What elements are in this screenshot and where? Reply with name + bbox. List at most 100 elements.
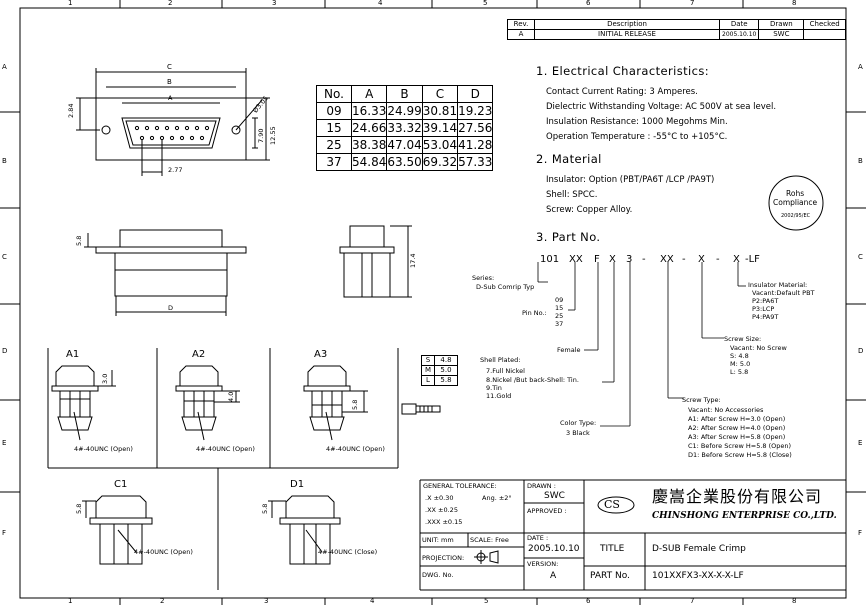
dim-284: 2.84 — [67, 103, 75, 118]
table-cell: 39.14 — [421, 119, 459, 137]
part-code-seg: XX — [569, 254, 583, 265]
title-value: D-SUB Female Crimp — [652, 544, 746, 554]
table-row: 37 54.84 63.50 69.32 57.33 — [316, 153, 494, 171]
rev-header-checked: Checked — [803, 19, 846, 30]
zone-row-c: C — [2, 253, 7, 261]
zone-col-5: 5 — [483, 0, 488, 7]
zone-row-f: F — [2, 529, 7, 537]
rohs-circle — [768, 175, 824, 231]
top-view — [76, 68, 270, 176]
part-code-seg: X — [609, 254, 616, 265]
table-cell: 33.32 — [386, 119, 423, 137]
insulator-line: Vacant:Default PBT — [752, 289, 815, 297]
pin-value: 09 — [555, 296, 564, 304]
zone-row-f-right: F — [858, 529, 863, 537]
variant-c1-thread: 4#-40UNC (Open) — [134, 548, 193, 556]
variant-d1-label: D1 — [290, 479, 305, 490]
screw-box-cell: 4.8 — [434, 355, 458, 366]
screw-type-line: D1: Before Screw H=5.8 (Close) — [688, 451, 792, 459]
side-view — [339, 225, 412, 298]
zone-col-1: 1 — [68, 0, 73, 7]
zone-row-d-right: D — [858, 347, 864, 355]
company-name-en: CHINSHONG ENTERPRISE CO.,LTD. — [652, 511, 837, 521]
table-cell: 24.66 — [350, 119, 388, 137]
dim-table-header: A — [350, 85, 388, 103]
variant-a2-label: A2 — [192, 349, 206, 360]
table-cell: 25 — [316, 136, 352, 154]
table-cell: 27.56 — [457, 119, 494, 137]
variant-d1-drawing — [268, 495, 341, 565]
title-label: TITLE — [600, 544, 625, 554]
pin-label: Pin No.: — [522, 309, 547, 317]
table-cell: 19.23 — [457, 102, 494, 120]
material-line: Screw: Copper Alloy. — [546, 205, 633, 215]
insulator-line: P2:PA6T — [752, 297, 779, 305]
rohs-line1: Rohs — [786, 189, 805, 198]
pin-value: 25 — [555, 312, 564, 320]
zone-row-c-right: C — [858, 253, 863, 261]
dim-label-c: C — [167, 63, 172, 71]
rev-value: A — [507, 29, 535, 40]
screw-size-line: Vacant: No Screw — [730, 344, 787, 352]
zone-col-6: 6 — [586, 0, 591, 7]
rev-header-date: Date — [718, 19, 760, 30]
zone-row-d: D — [2, 347, 8, 355]
zone-col-2: 2 — [168, 0, 173, 7]
screw-size-line: S: 4.8 — [730, 352, 749, 360]
pin-value: 37 — [555, 320, 564, 328]
projection-label: PROJECTION: — [422, 554, 465, 562]
electrical-line: Insulation Resistance: 1000 Megohms Min. — [546, 117, 728, 127]
part-code-seg: -LF — [745, 254, 760, 265]
variant-a3-drawing — [303, 365, 368, 441]
electrical-line: Dielectric Withstanding Voltage: AC 500V… — [546, 102, 777, 112]
dim-table-header: B — [386, 85, 423, 103]
tolerance-angle: Ang. ±2° — [482, 494, 512, 502]
table-cell: 47.04 — [386, 136, 423, 154]
dim-label-b: B — [167, 78, 172, 86]
material-line: Insulator: Option (PBT/PA6T /LCP /PA9T) — [546, 175, 715, 185]
shell-line: 9.Tin — [486, 384, 502, 392]
dim-table-header: D — [457, 85, 494, 103]
part-no-label: PART No. — [590, 571, 630, 581]
insulator-title: Insulator Material: — [748, 281, 808, 289]
variant-a1-drawing — [51, 365, 116, 441]
part-code-seg: - — [682, 254, 686, 265]
dim-58-front: 5.8 — [75, 235, 83, 246]
dimension-table: No. A B C D 09 16.33 24.99 30.81 19.23 1… — [316, 85, 494, 171]
color-title: Color Type: — [560, 419, 597, 427]
variant-a1-label: A1 — [66, 349, 80, 360]
screw-type-line: Vacant: No Accessories — [688, 406, 764, 414]
part-code-seg: X — [733, 254, 740, 265]
material-line: Shell: SPCC. — [546, 190, 598, 200]
zone-col-5-bottom: 5 — [484, 597, 489, 605]
pin-value: 15 — [555, 304, 564, 312]
table-cell: 57.33 — [457, 153, 494, 171]
zone-col-7-bottom: 7 — [690, 597, 695, 605]
zone-row-e-right: E — [858, 439, 863, 447]
scale-label: SCALE: Free — [470, 536, 509, 544]
table-cell: 38.38 — [350, 136, 388, 154]
variant-a2-drawing — [175, 365, 240, 441]
part-code-seg: XX — [660, 254, 674, 265]
table-row: 15 24.66 33.32 39.14 27.56 — [316, 119, 494, 137]
part-code-seg: - — [716, 254, 720, 265]
company-logo-mark: CS — [604, 498, 620, 511]
rev-checked — [803, 29, 846, 40]
electrical-line: Contact Current Rating: 3 Amperes. — [546, 87, 698, 97]
version-label: VERSION: — [527, 560, 559, 568]
table-cell: 69.32 — [421, 153, 459, 171]
table-cell: 63.50 — [386, 153, 423, 171]
screw-type-line: A3: After Screw H=5.8 (Open) — [688, 433, 786, 441]
series-label: Series: — [472, 274, 495, 282]
table-cell: 37 — [316, 153, 352, 171]
unit-label: UNIT: mm — [422, 536, 454, 544]
rev-header-desc: Description — [534, 19, 720, 30]
dim-790: 7.90 — [257, 128, 265, 143]
rohs-line2: Compliance — [773, 198, 818, 207]
variant-d1-thread: 4#-40UNC (Close) — [318, 548, 378, 556]
table-cell: 41.28 — [457, 136, 494, 154]
insulator-line: P4:PA9T — [752, 313, 779, 321]
zone-col-7: 7 — [690, 0, 695, 7]
part-code-seg: 3 — [626, 254, 633, 265]
